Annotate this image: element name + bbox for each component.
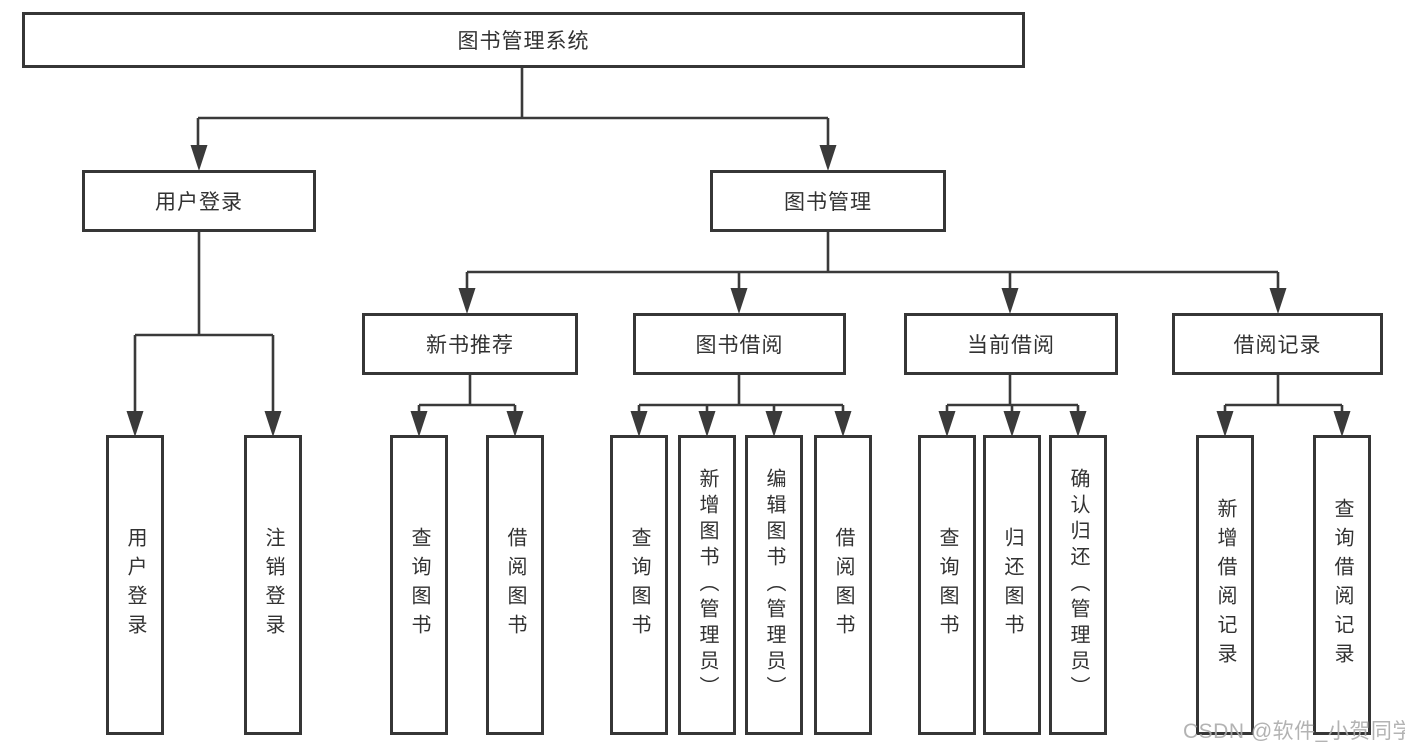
leaf-query-books-borrow: 查询图书 bbox=[610, 435, 668, 735]
node-current-borrow: 当前借阅 bbox=[904, 313, 1118, 375]
connector-book-mgmt-to-level3 bbox=[465, 232, 1280, 291]
leaf-add-borrow-record: 新增借阅记录 bbox=[1196, 435, 1254, 735]
connector-book-borrow-to-leaves bbox=[637, 375, 845, 414]
node-label: 查询借阅记录 bbox=[1331, 498, 1353, 672]
node-book-management: 图书管理 bbox=[710, 170, 946, 232]
node-label: 查询图书 bbox=[936, 527, 958, 643]
node-label: 注销登录 bbox=[262, 527, 284, 643]
node-book-borrow: 图书借阅 bbox=[633, 313, 846, 375]
node-label: 借阅图书 bbox=[832, 527, 854, 643]
leaf-confirm-return-admin: 确认归还（管理员） bbox=[1049, 435, 1107, 735]
node-new-book-recommend: 新书推荐 bbox=[362, 313, 578, 375]
node-label: 当前借阅 bbox=[967, 334, 1055, 357]
leaf-return-books: 归还图书 bbox=[983, 435, 1041, 735]
connector-borrow-records-to-leaves bbox=[1223, 375, 1344, 414]
node-label: 借阅图书 bbox=[504, 527, 526, 643]
node-borrow-records: 借阅记录 bbox=[1172, 313, 1383, 375]
watermark: CSDN @软件_小贺同学 bbox=[1183, 720, 1405, 743]
node-label: 新书推荐 bbox=[426, 334, 514, 357]
arrowheads bbox=[126, 145, 1351, 437]
node-label: 确认归还（管理员） bbox=[1067, 468, 1089, 702]
node-user-login: 用户登录 bbox=[82, 170, 316, 232]
node-label: 图书管理 bbox=[784, 191, 872, 214]
node-label: 图书借阅 bbox=[695, 334, 784, 357]
node-root: 图书管理系统 bbox=[22, 12, 1025, 68]
node-label: 图书管理系统 bbox=[457, 30, 590, 53]
leaf-logout: 注销登录 bbox=[244, 435, 302, 735]
leaf-add-books-admin: 新增图书（管理员） bbox=[678, 435, 736, 735]
node-label: 用户登录 bbox=[124, 527, 146, 643]
leaf-borrow-books: 借阅图书 bbox=[814, 435, 872, 735]
leaf-edit-books-admin: 编辑图书（管理员） bbox=[745, 435, 803, 735]
node-label: 查询图书 bbox=[408, 527, 430, 643]
connector-user-login-to-leaves bbox=[133, 232, 275, 414]
node-label: 新增图书（管理员） bbox=[696, 468, 718, 702]
connector-current-borrow-to-leaves bbox=[945, 375, 1080, 414]
leaf-query-books-current: 查询图书 bbox=[918, 435, 976, 735]
leaf-borrow-books-recommend: 借阅图书 bbox=[486, 435, 544, 735]
node-label: 借阅记录 bbox=[1233, 334, 1322, 357]
leaf-query-books-recommend: 查询图书 bbox=[390, 435, 448, 735]
node-label: 新增借阅记录 bbox=[1214, 498, 1236, 672]
node-label: 编辑图书（管理员） bbox=[763, 468, 785, 702]
node-label: 用户登录 bbox=[155, 191, 243, 214]
leaf-user-login: 用户登录 bbox=[106, 435, 164, 735]
node-label: 查询图书 bbox=[628, 527, 650, 643]
connector-new-books-to-leaves bbox=[417, 375, 517, 414]
connector-root-to-level2 bbox=[196, 68, 830, 148]
node-label: 归还图书 bbox=[1001, 527, 1023, 643]
leaf-query-borrow-record: 查询借阅记录 bbox=[1313, 435, 1371, 735]
